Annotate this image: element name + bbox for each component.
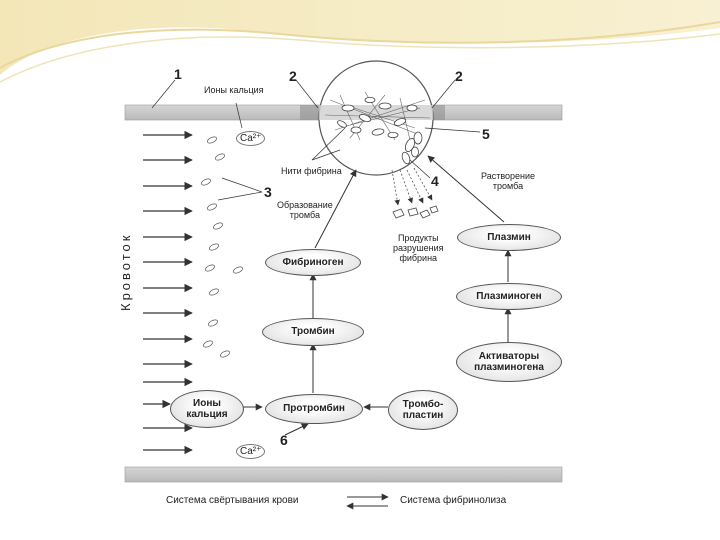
leader-fibrin-a	[311, 127, 346, 161]
ca-bottom-label: Ca²⁺	[236, 444, 266, 459]
slide-decoration	[0, 0, 720, 83]
vessel-wall-bottom	[124, 466, 563, 483]
label-5: 5	[482, 126, 490, 142]
node-prothrombin: Протромбин	[265, 394, 363, 424]
leader-3a	[221, 177, 263, 193]
calcium-ions-label: Ионы кальция	[204, 85, 264, 95]
leader-5	[424, 127, 481, 133]
node-thrombin: Тромбин	[262, 318, 364, 346]
leader-2b	[431, 79, 456, 109]
leader-1	[151, 79, 176, 109]
arrow-6-to-prothrombin	[284, 423, 309, 436]
leader-ca	[235, 102, 243, 129]
label-2b: 2	[455, 68, 463, 84]
arrow-plasmin-to-clot	[427, 155, 505, 223]
leader-3b	[217, 191, 263, 201]
platelets-stream	[200, 136, 244, 358]
fibrin-products-label: Продукты разрушения фибрина	[393, 233, 444, 263]
fibrin-mesh	[324, 91, 431, 141]
legend-fibrinolysis: Система фибринолиза	[400, 495, 507, 506]
node-activators: Активаторы плазминогена	[456, 342, 562, 382]
leader-fibrin-b	[311, 149, 341, 161]
node-plasmin: Плазмин	[457, 224, 561, 251]
clot-formation-label: Образование тромба	[277, 200, 333, 220]
platelets-cluster	[401, 131, 423, 165]
label-3: 3	[264, 184, 272, 200]
fibrin-products-arrows	[391, 167, 433, 206]
fibrin-fragments	[392, 205, 439, 219]
bloodstream-label: Кровоток	[118, 232, 133, 312]
label-1: 1	[174, 66, 182, 82]
label-6: 6	[280, 432, 288, 448]
node-thromboplastin: Тромбо- пластин	[388, 390, 458, 430]
leader-4	[409, 159, 431, 179]
leader-2a	[295, 79, 319, 109]
label-4: 4	[431, 173, 439, 189]
clot-dissolution-label: Растворение тромба	[481, 171, 536, 191]
ca-top-label: Ca²⁺	[236, 131, 266, 146]
label-2a: 2	[289, 68, 297, 84]
node-fibrinogen: Фибриноген	[265, 249, 361, 276]
fibrin-threads-label: Нити фибрина	[281, 166, 342, 176]
node-plasminogen: Плазминоген	[456, 283, 562, 310]
arrow-fibrinogen-to-clot	[314, 169, 357, 249]
legend-coagulation: Система свёртывания крови	[166, 495, 299, 506]
bloodstream-arrows	[143, 130, 193, 455]
node-calcium-ions: Ионы кальция	[170, 390, 244, 428]
blood-cells	[337, 97, 418, 138]
